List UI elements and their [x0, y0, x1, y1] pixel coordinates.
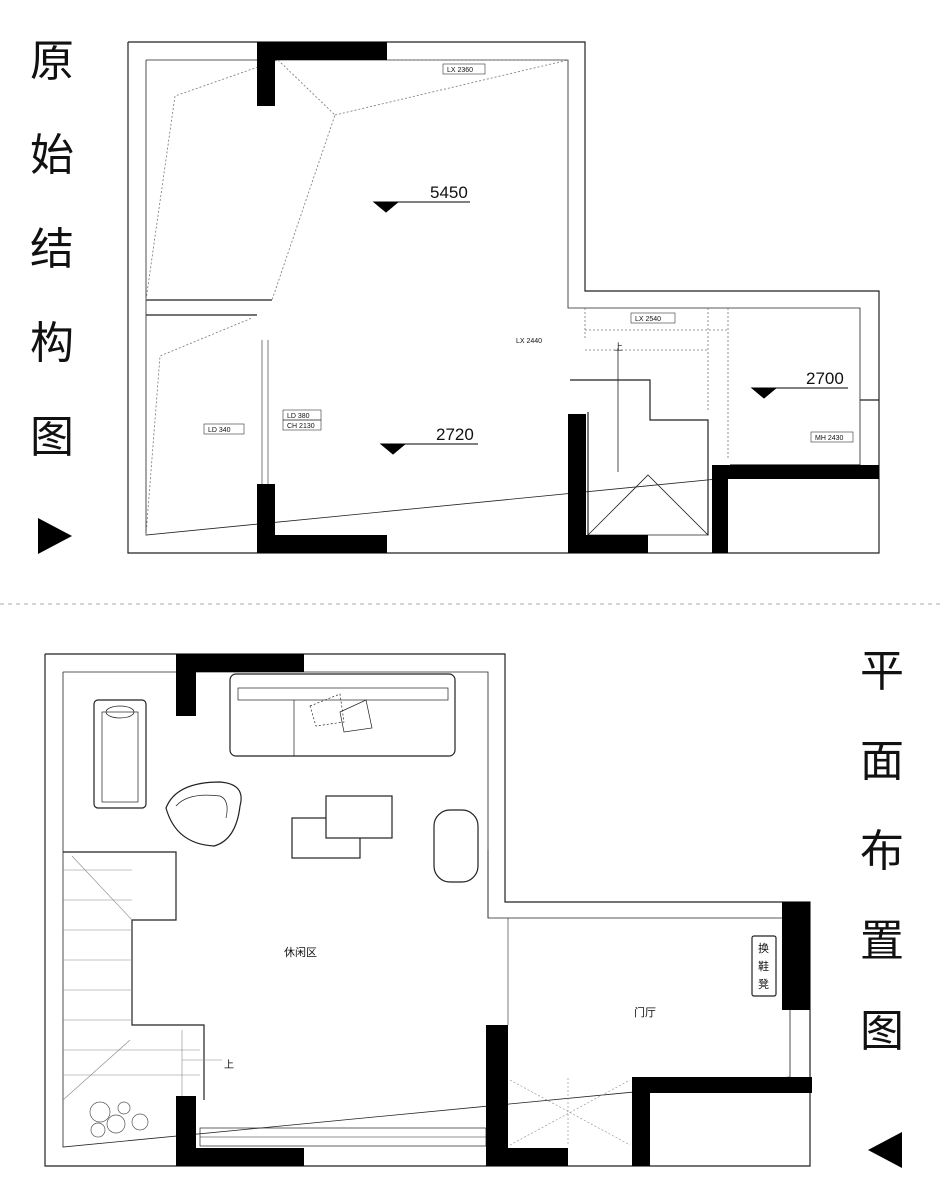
- structural-walls-bottom: [176, 654, 812, 1166]
- wall-block: [486, 1025, 508, 1166]
- wall-block: [176, 1148, 304, 1166]
- title-floor-plan: 平 面 布 置 图: [852, 650, 912, 1100]
- tag-box: [810, 431, 854, 443]
- sofa: [229, 673, 456, 757]
- wall-block: [568, 535, 648, 553]
- shoe-bench: [751, 935, 777, 997]
- roof-slope-line: [145, 59, 568, 301]
- tag-box: [630, 312, 676, 324]
- tag-text: MH 2430: [815, 435, 844, 442]
- leaf: [89, 1101, 111, 1123]
- tag-text: LX 2440: [516, 338, 542, 345]
- wall-block: [257, 42, 387, 60]
- wall-block: [257, 42, 275, 106]
- door-swing: [509, 1079, 631, 1146]
- inner-wall-line: [62, 671, 791, 1148]
- title-char: 结: [30, 224, 74, 275]
- tag-text: LD 380: [287, 413, 310, 420]
- tag-text: LX 2540: [635, 316, 661, 323]
- wall-block: [782, 902, 810, 1010]
- cushion: [309, 693, 345, 727]
- title-char: 布: [860, 826, 904, 877]
- wall-block: [632, 1077, 650, 1166]
- leaf: [90, 1122, 106, 1138]
- stair-outline: [570, 379, 709, 535]
- sofa-backrest: [237, 687, 449, 701]
- lounge-chair: [93, 699, 147, 809]
- wall-block: [176, 654, 304, 672]
- outer-wall-line: [127, 41, 880, 554]
- coffee-table: [325, 795, 393, 839]
- tag-box: [282, 419, 322, 431]
- cushion: [339, 699, 373, 733]
- tag-box: [442, 63, 486, 75]
- wall-block: [176, 654, 196, 716]
- elevation-triangle-icon: [750, 387, 778, 399]
- wall-block: [257, 535, 387, 553]
- leaf: [106, 1114, 126, 1134]
- stair-outline: [63, 851, 205, 1100]
- leaf: [117, 1101, 131, 1115]
- roof-slope-line: [145, 317, 253, 536]
- shoe-bench-label: 凳: [758, 977, 769, 991]
- room-label-leisure: 休闲区: [284, 945, 317, 959]
- wall-block: [632, 1077, 812, 1093]
- title-char: 面: [860, 736, 904, 787]
- wall-block: [568, 414, 586, 553]
- tag-box: [203, 423, 245, 435]
- wall-block: [712, 465, 879, 479]
- stair-diagonal: [62, 1039, 131, 1101]
- elevation-triangle-icon: [379, 443, 407, 455]
- title-original-structure: 原 始 结 构 图: [22, 40, 82, 510]
- lounge-chair-seat: [101, 711, 139, 803]
- elevation-label: 2700: [806, 369, 844, 388]
- inner-wall-line: [145, 59, 861, 536]
- stair-up-marker: 上: [614, 342, 623, 352]
- roof-slope-line: [271, 59, 336, 301]
- shoe-bench-label: 换: [758, 941, 769, 955]
- pointer-triangle-right-icon: [38, 518, 72, 554]
- dimension-tags: [203, 63, 854, 443]
- title-char: 平: [860, 646, 904, 697]
- pointer-triangle-left-icon: [868, 1132, 902, 1168]
- elevation-label: 2720: [436, 425, 474, 444]
- stair-up-label: 上: [224, 1059, 234, 1071]
- stair-diagonal: [71, 855, 133, 921]
- title-char: 置: [860, 916, 904, 967]
- title-char: 图: [30, 412, 74, 463]
- lounge-pillow: [105, 705, 135, 719]
- tag-text: CH 2130: [287, 423, 315, 430]
- tag-text: LD 340: [208, 427, 231, 434]
- tag-text: LX 2360: [447, 67, 473, 74]
- potted-plant: [89, 1101, 149, 1138]
- wall-block: [486, 1148, 568, 1166]
- structural-walls-top: [257, 42, 879, 553]
- elevation-markers-top: [372, 201, 848, 455]
- leaf: [131, 1113, 149, 1131]
- armchair-seat: [175, 794, 228, 819]
- elevation-triangle-icon: [372, 201, 400, 213]
- ottoman: [433, 809, 479, 883]
- armchair: [165, 781, 242, 847]
- title-char: 始: [30, 130, 74, 181]
- title-char: 图: [860, 1006, 904, 1057]
- shoe-bench-label: 鞋: [758, 959, 769, 973]
- wall-block: [712, 465, 728, 553]
- elevation-label: 5450: [430, 183, 468, 202]
- stair-landing: [587, 474, 709, 536]
- title-char: 原: [30, 36, 74, 87]
- title-char: 构: [30, 318, 74, 369]
- room-label-foyer: 门厅: [634, 1005, 656, 1019]
